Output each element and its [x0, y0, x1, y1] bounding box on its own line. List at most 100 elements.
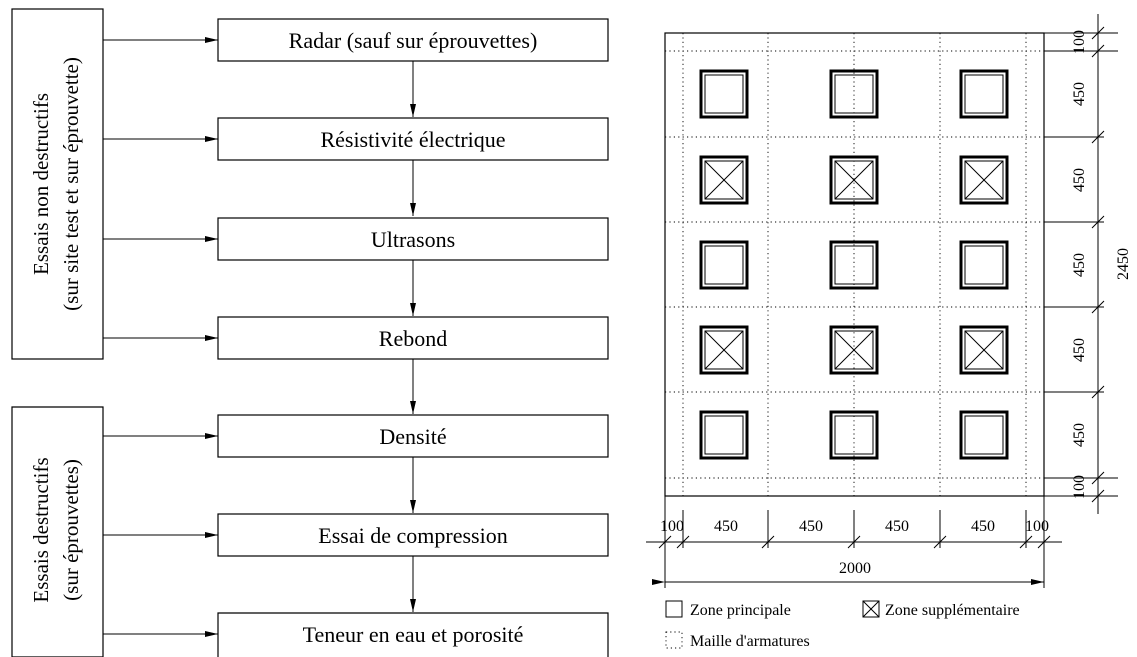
- legend-rebar-mesh-label: Maille d'armatures: [690, 633, 810, 650]
- tick: [1037, 535, 1051, 549]
- zone-outer: [829, 325, 879, 375]
- zone-inner: [704, 160, 744, 200]
- group-destructive: Essais destructifs (sur éprouvettes): [11, 406, 104, 657]
- tick: [1091, 26, 1105, 40]
- slab-outline: [664, 32, 1045, 497]
- zone-outer: [699, 69, 749, 119]
- dim-row-1: 450: [1071, 82, 1088, 106]
- zone-outer: [699, 325, 749, 375]
- dim-col-1: 450: [714, 518, 738, 535]
- zone-inner: [964, 245, 1004, 285]
- swatch-box: [862, 600, 880, 618]
- dim-col-2: 450: [799, 518, 823, 535]
- extra-zone: [699, 325, 749, 375]
- step-moisture: Teneur en eau et porosité: [217, 612, 609, 657]
- main-zone: [829, 69, 879, 119]
- main-zone: [829, 240, 879, 290]
- zone-diagonal: [834, 330, 874, 370]
- horizontal-dimensions: 100 450 450 450 450 100 2000: [646, 496, 1062, 588]
- step-box: [217, 217, 609, 261]
- zone-outer: [829, 240, 879, 290]
- zone-outer: [699, 240, 749, 290]
- main-zone: [699, 410, 749, 460]
- dim-total-height: 2450: [1115, 248, 1132, 280]
- tick: [847, 535, 861, 549]
- step-resistivity: Résistivité électrique: [217, 117, 609, 161]
- slab-plan: 100 450 450 450 450 450 100 2450: [646, 14, 1132, 650]
- zone-outer: [829, 410, 879, 460]
- zone-inner: [964, 160, 1004, 200]
- group-non-destructive-subtitle: (sur site test et sur éprouvette): [59, 57, 83, 311]
- main-zone: [959, 410, 1009, 460]
- main-zone: [959, 69, 1009, 119]
- zone-outer: [829, 69, 879, 119]
- legend: Zone principale Zone supplémentaire Mail…: [665, 600, 1020, 650]
- zone-inner: [704, 74, 744, 114]
- step-label: Résistivité électrique: [320, 127, 505, 152]
- step-ultrasound: Ultrasons: [217, 217, 609, 261]
- tick: [1091, 385, 1105, 399]
- group-non-destructive-title: Essais non destructifs: [29, 93, 53, 275]
- main-zone: [699, 69, 749, 119]
- zone-inner: [964, 330, 1004, 370]
- zone-inner: [704, 415, 744, 455]
- zone-outer: [959, 155, 1009, 205]
- extra-zone: [829, 155, 879, 205]
- zone-inner: [834, 415, 874, 455]
- zone-inner: [834, 330, 874, 370]
- tick: [1091, 215, 1105, 229]
- tick: [761, 535, 775, 549]
- dim-row-4: 450: [1071, 338, 1088, 362]
- tick: [933, 535, 947, 549]
- zone-outer: [699, 410, 749, 460]
- step-compression: Essai de compression: [217, 513, 609, 557]
- dim-total-width: 2000: [839, 560, 871, 577]
- step-box: [217, 117, 609, 161]
- step-label: Rebond: [379, 326, 447, 351]
- zone-diagonal: [964, 330, 1004, 370]
- legend-rebar-mesh-swatch: [665, 631, 683, 649]
- group-non-destructive-box: [11, 8, 104, 360]
- vertical-dimensions: 100 450 450 450 450 450 100 2450: [1044, 14, 1132, 514]
- dim-row-2: 450: [1071, 168, 1088, 192]
- rebar-mesh: [665, 33, 1044, 496]
- extra-zone: [829, 325, 879, 375]
- step-label: Radar (sauf sur éprouvettes): [289, 28, 538, 53]
- step-box: [217, 414, 609, 458]
- zone-inner: [834, 245, 874, 285]
- tick: [1091, 471, 1105, 485]
- dim-right-margin: 100: [1025, 518, 1049, 535]
- dim-row-5: 450: [1071, 423, 1088, 447]
- dim-col-3: 450: [885, 518, 909, 535]
- extra-zone: [959, 155, 1009, 205]
- dim-top-margin: 100: [1071, 30, 1088, 54]
- main-zone: [699, 240, 749, 290]
- main-zone: [829, 410, 879, 460]
- swatch-diagonal: [862, 600, 880, 618]
- step-radar: Radar (sauf sur éprouvettes): [217, 18, 609, 62]
- legend-main-zone-swatch: [665, 600, 683, 618]
- dim-col-4: 450: [971, 518, 995, 535]
- zone-inner: [704, 245, 744, 285]
- zone-diagonal: [964, 160, 1004, 200]
- tick: [1091, 44, 1105, 58]
- legend-extra-zone-swatch: [862, 600, 880, 618]
- step-box: [217, 316, 609, 360]
- step-box: [217, 612, 609, 657]
- legend-extra-zone-label: Zone supplémentaire: [885, 602, 1020, 619]
- tick: [1019, 535, 1033, 549]
- zone-outer: [959, 410, 1009, 460]
- step-label: Densité: [379, 424, 446, 449]
- main-zone: [959, 240, 1009, 290]
- zone-outer: [699, 155, 749, 205]
- zone-inner: [964, 415, 1004, 455]
- zone-outer: [959, 325, 1009, 375]
- zone-diagonal: [704, 330, 744, 370]
- tick: [676, 535, 690, 549]
- step-box: [217, 18, 609, 62]
- group-non-destructive: Essais non destructifs (sur site test et…: [11, 8, 104, 360]
- legend-main-zone-label: Zone principale: [690, 602, 791, 619]
- zone-outer: [829, 155, 879, 205]
- zone-outer: [959, 69, 1009, 119]
